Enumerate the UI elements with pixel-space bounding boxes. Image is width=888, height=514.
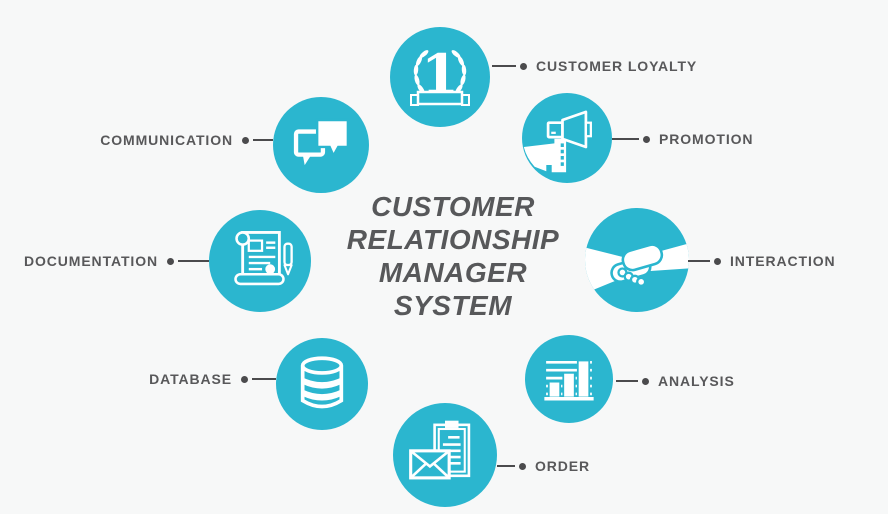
diagram-title: CUSTOMER RELATIONSHIP MANAGER SYSTEM	[303, 190, 603, 322]
connector-line	[616, 380, 638, 382]
connector-line	[252, 378, 276, 380]
megaphone-icon	[522, 93, 612, 183]
connector-line	[178, 260, 209, 262]
connector-line	[253, 139, 273, 141]
node-order	[393, 403, 497, 507]
label-text: PROMOTION	[659, 131, 754, 147]
connector-dot	[642, 377, 649, 385]
label-text: COMMUNICATION	[100, 132, 233, 148]
node-communication	[273, 97, 369, 193]
database-icon	[276, 338, 368, 430]
bar-chart-icon	[525, 335, 613, 423]
node-documentation	[209, 210, 311, 312]
title-line-3: MANAGER	[378, 257, 528, 288]
label-text: INTERACTION	[730, 253, 836, 269]
connector-dot	[519, 462, 526, 470]
label-order: ORDER	[497, 458, 590, 474]
connector-dot	[643, 135, 650, 143]
label-text: CUSTOMER LOYALTY	[536, 58, 698, 74]
title-line-4: SYSTEM	[393, 290, 513, 321]
label-communication: COMMUNICATION	[100, 132, 273, 148]
label-promotion: PROMOTION	[612, 131, 753, 147]
award-first-place-icon: 1	[390, 27, 490, 127]
label-text: DATABASE	[149, 371, 232, 387]
node-database	[276, 338, 368, 430]
node-customer-loyalty: 1	[390, 27, 490, 127]
connector-line	[612, 138, 639, 140]
label-text: DOCUMENTATION	[23, 253, 158, 269]
connector-dot	[520, 62, 527, 70]
speech-bubbles-icon	[273, 97, 369, 193]
connector-line	[492, 65, 516, 67]
connector-dot	[167, 257, 174, 265]
handshake-icon	[585, 208, 689, 312]
node-analysis	[525, 335, 613, 423]
label-customer-loyalty: CUSTOMER LOYALTY	[492, 58, 697, 74]
connector-dot	[242, 136, 249, 144]
connector-dot	[241, 375, 248, 383]
connector-line	[688, 260, 710, 262]
node-interaction	[585, 208, 689, 312]
label-text: ANALYSIS	[658, 373, 735, 389]
document-pen-icon	[209, 210, 311, 312]
label-database: DATABASE	[149, 371, 276, 387]
clipboard-envelope-icon	[393, 403, 497, 507]
label-text: ORDER	[535, 458, 591, 474]
label-documentation: DOCUMENTATION	[24, 253, 209, 269]
label-interaction: INTERACTION	[688, 253, 836, 269]
title-line-1: CUSTOMER	[371, 191, 535, 222]
title-line-2: RELATIONSHIP	[346, 224, 560, 255]
node-promotion	[522, 93, 612, 183]
connector-dot	[714, 257, 721, 265]
label-analysis: ANALYSIS	[616, 373, 735, 389]
connector-line	[497, 465, 515, 467]
